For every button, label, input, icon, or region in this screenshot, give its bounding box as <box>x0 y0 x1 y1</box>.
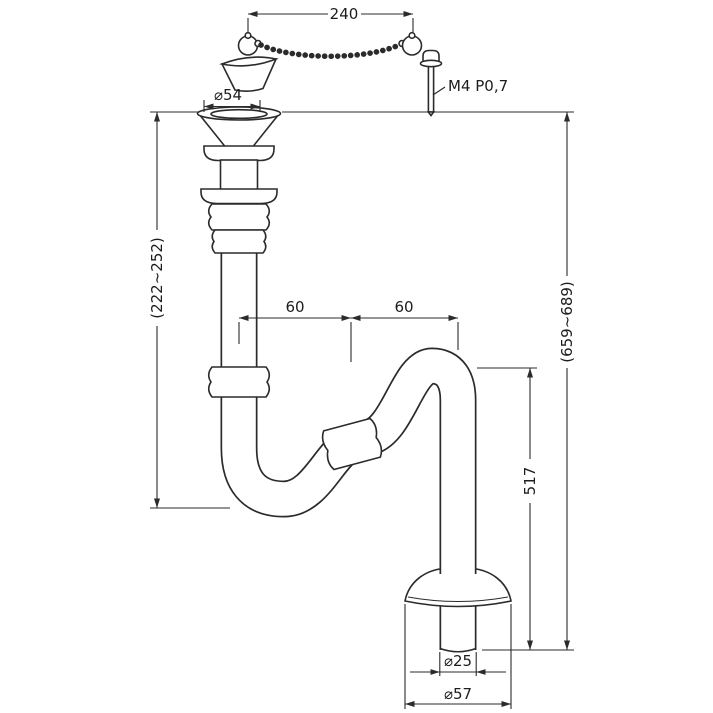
plug-and-chain <box>219 31 423 92</box>
dim-offset-left-label: 60 <box>285 298 304 316</box>
seat-washer-upper <box>203 145 275 162</box>
label-mask <box>558 276 576 368</box>
dim-bolt-thread: M4 P0,7 <box>432 77 508 96</box>
bead-chain <box>258 42 402 59</box>
bolt-head <box>422 49 440 64</box>
dim-outlet-drop-label: 517 <box>521 467 539 496</box>
dim-pipe-diameter: ⌀25 <box>410 652 506 676</box>
slip-nut-mid <box>207 366 271 398</box>
drain-assembly <box>196 106 383 471</box>
dim-escutcheon-diameter: ⌀57 <box>404 604 512 709</box>
rotated-label: (659~689) <box>558 276 576 368</box>
flange-opening <box>210 108 268 120</box>
dim-chain-length-label: 240 <box>330 5 359 23</box>
dim-escutcheon-diameter-label: ⌀57 <box>444 685 472 703</box>
dim-overall-height-label: (659~689) <box>558 281 576 363</box>
dim-pipe-diameter-label: ⌀25 <box>444 652 472 670</box>
escutcheon-bell <box>404 567 512 608</box>
dim-outlet-drop: 517 <box>477 367 539 650</box>
seat-washer-lower <box>200 188 278 205</box>
trap-union-nut-body <box>321 417 383 471</box>
dim-overall-height: (659~689) <box>282 111 576 651</box>
bolt-shaft <box>427 65 435 113</box>
dim-bolt-thread-label: M4 P0,7 <box>448 77 508 95</box>
dim-inlet-length: (222~252) <box>148 111 230 509</box>
dim-chain-length: 240 <box>247 4 414 32</box>
plug-ball-eyelet <box>244 31 252 40</box>
dim-flange-diameter: ⌀54 <box>203 86 261 112</box>
trap-union-nut <box>321 417 383 471</box>
stay-bolt <box>419 49 443 117</box>
leader-line <box>432 86 446 96</box>
rubber-plug-top-face <box>219 56 279 67</box>
escutcheon-rim <box>407 596 509 603</box>
dim-flange-diameter-label: ⌀54 <box>214 86 242 104</box>
escutcheon <box>404 548 512 653</box>
rotated-label: 517 <box>521 459 539 503</box>
body-neck <box>219 159 259 191</box>
dim-offsets: 60 60 <box>238 298 459 362</box>
coupling-nut-upper <box>211 229 267 254</box>
dim-inlet-length-label: (222~252) <box>148 237 166 319</box>
dim-offset-right-label: 60 <box>394 298 413 316</box>
label-mask <box>521 459 539 503</box>
dimensions: 240 ⌀54 M4 P0,7 60 60 (2 <box>148 4 576 709</box>
label-mask <box>328 4 361 19</box>
pipe-end-edge <box>439 647 477 653</box>
stay-ball-eyelet <box>408 31 416 40</box>
rubber-plug <box>220 58 278 92</box>
bolt-washer <box>419 59 443 68</box>
lock-nut <box>207 203 271 231</box>
label-mask <box>148 230 166 326</box>
rotated-label: (222~252) <box>148 230 166 326</box>
